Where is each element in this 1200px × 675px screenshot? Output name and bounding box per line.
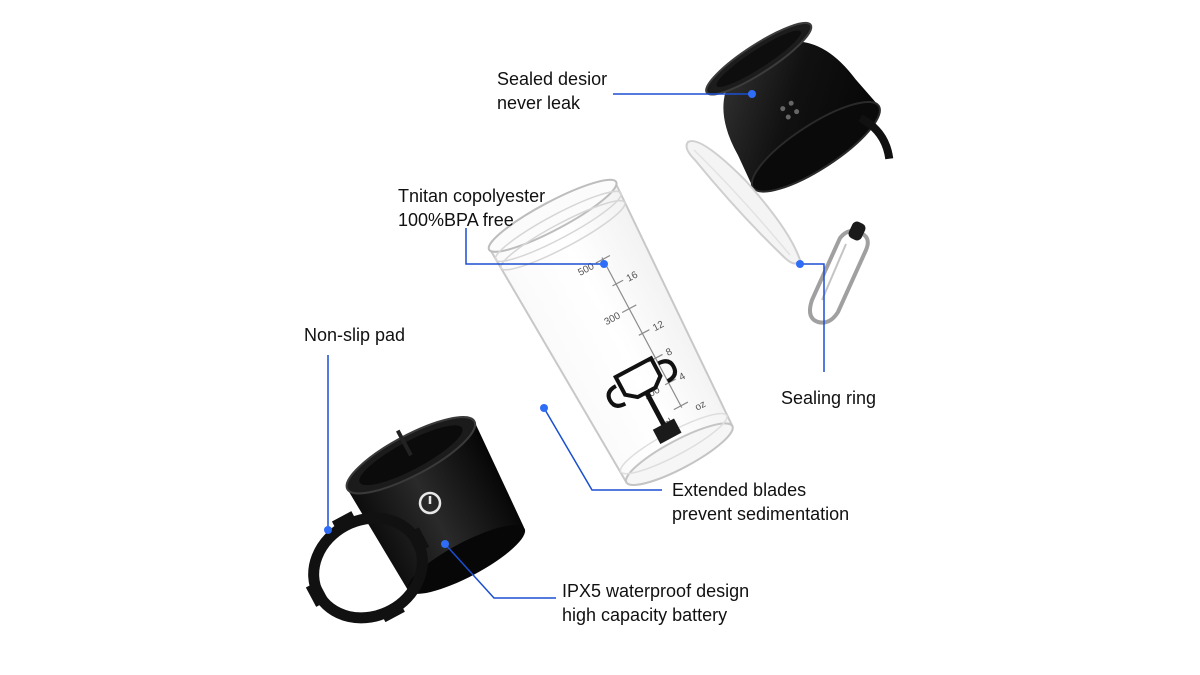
non-slip-pad bbox=[305, 511, 430, 624]
scale-mark-16: 16 bbox=[625, 269, 640, 284]
dot-ring bbox=[796, 260, 804, 268]
sealing-ring bbox=[685, 140, 802, 265]
dot-blades bbox=[540, 404, 548, 412]
lid-cap bbox=[705, 21, 894, 193]
callout-battery-line2: high capacity battery bbox=[562, 605, 728, 625]
callout-battery-line1: IPX5 waterproof design bbox=[562, 581, 750, 601]
scale-mark-4: 4 bbox=[677, 371, 687, 384]
leader-dots bbox=[324, 90, 804, 548]
leader-lines bbox=[327, 93, 825, 599]
callout-pad-line1: Non-slip pad bbox=[304, 325, 406, 345]
scale-unit-oz: oz bbox=[693, 399, 707, 414]
callout-blades-line1: Extended blades bbox=[672, 480, 807, 500]
callout-cup-line1: Tnitan copolyester bbox=[398, 186, 546, 206]
callout-lid: Sealed desior never leak bbox=[497, 67, 607, 115]
scale-mark-8: 8 bbox=[664, 346, 674, 359]
callout-ring: Sealing ring bbox=[781, 386, 876, 410]
callout-lid-line1: Sealed desior bbox=[497, 69, 608, 89]
dot-lid bbox=[748, 90, 756, 98]
motor-base bbox=[345, 416, 526, 594]
leader-battery bbox=[444, 543, 556, 599]
callout-lid-line2: never leak bbox=[497, 93, 581, 113]
power-icon bbox=[418, 491, 442, 515]
leader-ring bbox=[800, 263, 825, 372]
scale-mark-12: 12 bbox=[651, 319, 666, 334]
callout-cup-line2: 100%BPA free bbox=[398, 210, 514, 230]
dot-pad bbox=[324, 526, 332, 534]
callout-blades-line2: prevent sedimentation bbox=[672, 504, 850, 524]
leader-cup bbox=[465, 228, 604, 265]
callout-ring-line1: Sealing ring bbox=[781, 388, 877, 408]
clear-cup: 500 16 300 12 8 100 4 ml oz bbox=[487, 178, 734, 486]
callout-battery: IPX5 waterproof design high capacity bat… bbox=[562, 579, 749, 627]
blade-assembly bbox=[606, 355, 682, 444]
callout-cup-material: Tnitan copolyester 100%BPA free bbox=[398, 184, 545, 232]
callout-blades: Extended blades prevent sedimentation bbox=[672, 478, 849, 526]
carabiner-clip-icon bbox=[808, 221, 870, 325]
dot-cup bbox=[600, 260, 608, 268]
leader-blades bbox=[543, 407, 662, 491]
dot-battery bbox=[441, 540, 449, 548]
callout-pad: Non-slip pad bbox=[304, 323, 405, 347]
